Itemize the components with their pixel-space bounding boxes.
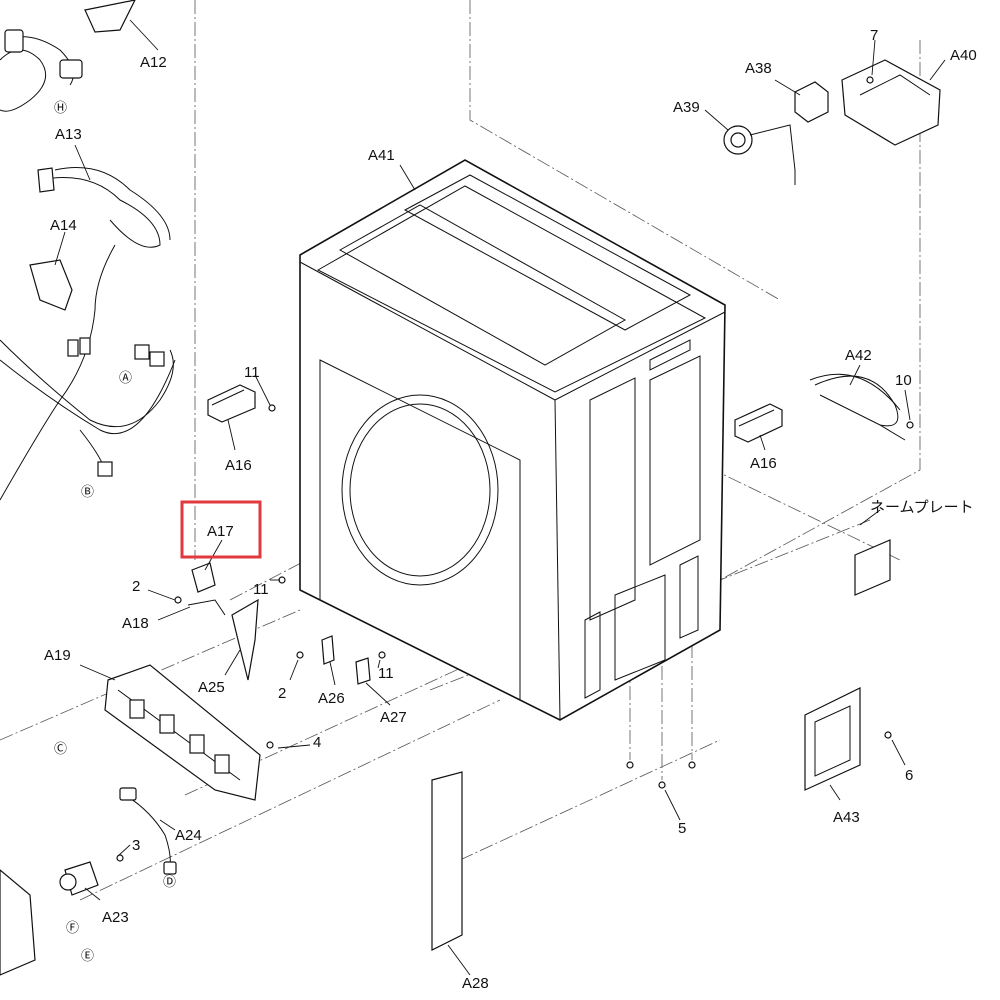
wiring-harness-group — [0, 0, 176, 501]
label-2-upper: 2 — [132, 578, 140, 595]
label-a16-left: A16 — [225, 457, 252, 474]
cabinet-body — [299, 159, 726, 721]
part-a16-left — [207, 384, 256, 423]
part-a27 — [355, 657, 371, 685]
label-a42: A42 — [845, 347, 872, 364]
label-2-lower: 2 — [278, 685, 286, 702]
label-11-upper: 11 — [244, 364, 260, 381]
part-a28-panel — [431, 771, 463, 951]
label-a16-right: A16 — [750, 455, 777, 472]
connector-mark-e: Ⓔ — [81, 949, 94, 964]
label-a17: A17 — [207, 523, 234, 540]
label-a18: A18 — [122, 615, 149, 632]
label-5: 5 — [678, 820, 686, 837]
part-a43-grille — [804, 687, 861, 791]
label-a14: A14 — [50, 217, 77, 234]
label-a38: A38 — [745, 60, 772, 77]
part-a18 — [187, 599, 226, 616]
label-name-plate: ネームプレート — [870, 499, 974, 516]
connector-mark-b: Ⓑ — [81, 485, 94, 500]
label-7: 7 — [870, 27, 878, 44]
part-a26 — [321, 635, 335, 665]
connector-mark-d: Ⓓ — [163, 875, 176, 890]
label-a27: A27 — [380, 709, 407, 726]
label-a41: A41 — [368, 147, 395, 164]
control-board-fragment — [0, 869, 36, 976]
label-a43: A43 — [833, 809, 860, 826]
name-plate — [854, 539, 891, 596]
label-a28: A28 — [462, 975, 489, 992]
label-6: 6 — [905, 767, 913, 784]
label-11-mid: 11 — [253, 581, 269, 598]
label-a26: A26 — [318, 690, 345, 707]
connector-mark-a: Ⓐ — [119, 371, 132, 386]
part-a39 — [723, 124, 796, 185]
label-a12: A12 — [140, 54, 167, 71]
part-a42-cord — [809, 373, 906, 441]
label-11-lower: 11 — [378, 665, 394, 682]
part-a24-harness — [119, 787, 177, 875]
part-a23 — [59, 861, 99, 896]
label-a19: A19 — [44, 647, 71, 664]
label-a23: A23 — [102, 909, 129, 926]
label-3: 3 — [132, 837, 140, 854]
part-a40-bracket — [841, 59, 941, 146]
connector-mark-h: Ⓗ — [54, 101, 67, 116]
part-a25 — [231, 598, 259, 681]
label-a40: A40 — [950, 47, 977, 64]
connector-marks: Ⓗ Ⓐ Ⓑ Ⓒ Ⓓ Ⓔ Ⓕ — [54, 101, 176, 964]
leader-lines — [54, 19, 946, 976]
part-labels: A12 A13 A14 A16 A16 A17 A18 A19 A23 A24 … — [44, 27, 977, 992]
label-a13: A13 — [55, 126, 82, 143]
highlight-box — [180, 500, 262, 559]
part-a16-right — [734, 403, 783, 443]
assembly-guide-lines — [0, 0, 921, 901]
part-a19-control-panel — [104, 664, 261, 801]
label-10: 10 — [895, 372, 912, 389]
part-a17 — [191, 562, 216, 593]
label-a25: A25 — [198, 679, 225, 696]
connector-mark-c: Ⓒ — [54, 742, 67, 757]
label-a39: A39 — [673, 99, 700, 116]
part-a38 — [794, 81, 829, 123]
label-a24: A24 — [175, 827, 202, 844]
connector-mark-f: Ⓕ — [66, 921, 79, 936]
label-4: 4 — [313, 734, 321, 751]
